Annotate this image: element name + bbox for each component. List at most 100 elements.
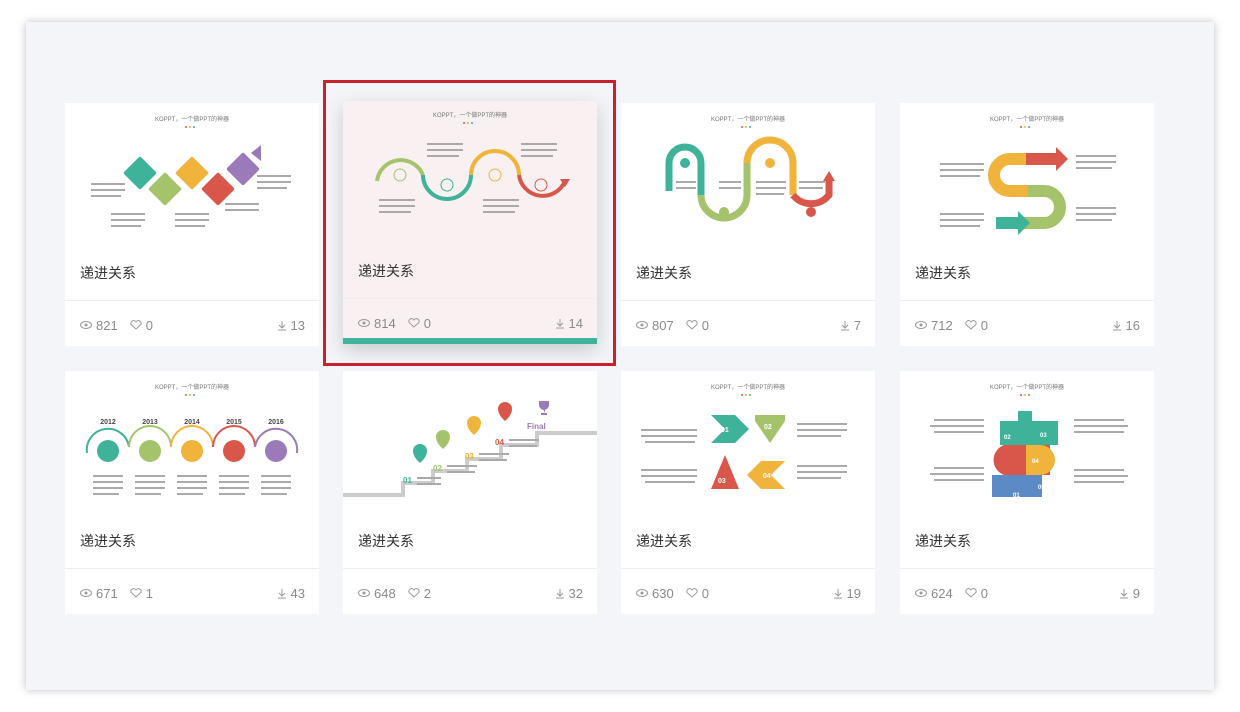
eye-icon	[636, 589, 648, 597]
template-card-1[interactable]: KOPPT，一个做PPT的神器 递进关系	[65, 103, 319, 346]
views-count: 807	[652, 317, 674, 333]
likes-stat[interactable]: 0	[965, 586, 988, 601]
eye-icon	[80, 321, 92, 329]
downloads-stat[interactable]: 16	[1112, 318, 1140, 333]
views-count: 814	[374, 315, 396, 331]
likes-stat[interactable]: 2	[408, 586, 431, 601]
likes-stat[interactable]: 1	[130, 586, 153, 601]
eye-icon	[80, 589, 92, 597]
year-label: 2014	[184, 419, 200, 426]
downloads-count: 13	[290, 317, 305, 333]
arrow-number: 02	[764, 424, 772, 431]
card-title[interactable]: 递进关系	[636, 265, 692, 281]
views-stat: 712	[915, 318, 953, 333]
step-number: 04	[495, 438, 504, 447]
views-count: 648	[374, 585, 396, 601]
views-stat: 630	[636, 586, 674, 601]
template-card-5[interactable]: KOPPT，一个做PPT的神器 2012 2013 2014 2015 2016	[65, 371, 319, 614]
downloads-stat[interactable]: 13	[277, 318, 305, 333]
hover-accent-bar	[343, 338, 597, 344]
template-thumbnail[interactable]: 01 02 03 04 Final	[343, 371, 597, 521]
likes-stat[interactable]: 0	[130, 318, 153, 333]
card-stats: 630 0 19	[636, 584, 861, 602]
eye-icon	[636, 321, 648, 329]
download-icon	[833, 588, 842, 598]
card-stats: 807 0 7	[636, 316, 861, 334]
heart-icon	[130, 320, 142, 330]
heart-icon	[965, 588, 977, 598]
heart-icon	[130, 588, 142, 598]
template-thumbnail[interactable]: KOPPT，一个做PPT的神器	[900, 103, 1154, 253]
puzzle-number: 01	[1013, 493, 1020, 499]
card-stats: 814 0 14	[358, 314, 583, 332]
card-stats: 624 0 9	[915, 584, 1140, 602]
download-icon	[277, 588, 286, 598]
downloads-stat[interactable]: 43	[277, 586, 305, 601]
template-thumbnail[interactable]: KOPPT，一个做PPT的神器	[621, 103, 875, 253]
likes-count: 2	[423, 585, 431, 601]
views-stat: 821	[80, 318, 118, 333]
card-stats: 821 0 13	[80, 316, 305, 334]
likes-count: 1	[145, 585, 153, 601]
downloads-stat[interactable]: 19	[833, 586, 861, 601]
slide-header: KOPPT，一个做PPT的神器	[433, 111, 507, 119]
heart-icon	[965, 320, 977, 330]
eye-icon	[915, 589, 927, 597]
template-thumbnail[interactable]: KOPPT，一个做PPT的神器	[343, 101, 597, 251]
card-stats: 671 1 43	[80, 584, 305, 602]
template-card-3[interactable]: KOPPT，一个做PPT的神器 递进关系	[621, 103, 875, 346]
eye-icon	[358, 319, 370, 327]
year-label: 2012	[100, 419, 116, 426]
template-thumbnail[interactable]: KOPPT，一个做PPT的神器	[65, 103, 319, 253]
heart-icon	[686, 588, 698, 598]
template-thumbnail[interactable]: KOPPT，一个做PPT的神器 2012 2013 2014 2015 2016	[65, 371, 319, 521]
heart-icon	[408, 588, 420, 598]
template-card-7[interactable]: KOPPT，一个做PPT的神器 01 02 03 04	[621, 371, 875, 614]
views-count: 624	[931, 585, 953, 601]
final-label: Final	[527, 422, 546, 431]
puzzle-number: 04	[1032, 459, 1039, 465]
card-title[interactable]: 递进关系	[80, 265, 136, 281]
download-icon	[555, 318, 564, 328]
heart-icon	[408, 318, 420, 328]
card-title[interactable]: 递进关系	[915, 265, 971, 281]
arrow-number: 04	[763, 473, 771, 480]
likes-stat[interactable]: 0	[408, 316, 431, 331]
likes-count: 0	[145, 317, 153, 333]
likes-count: 0	[423, 315, 431, 331]
card-title[interactable]: 递进关系	[358, 263, 414, 279]
divider	[621, 568, 875, 569]
divider	[621, 300, 875, 301]
downloads-count: 32	[568, 585, 583, 601]
card-title[interactable]: 递进关系	[636, 533, 692, 549]
downloads-stat[interactable]: 32	[555, 586, 583, 601]
downloads-count: 7	[853, 317, 861, 333]
likes-stat[interactable]: 0	[965, 318, 988, 333]
views-stat: 814	[358, 316, 396, 331]
likes-stat[interactable]: 0	[686, 586, 709, 601]
likes-stat[interactable]: 0	[686, 318, 709, 333]
download-icon	[1119, 588, 1128, 598]
downloads-count: 9	[1132, 585, 1140, 601]
year-label: 2015	[226, 419, 242, 426]
likes-count: 0	[701, 585, 709, 601]
template-thumbnail[interactable]: KOPPT，一个做PPT的神器 01 02 03 04 05	[900, 371, 1154, 521]
template-card-4[interactable]: KOPPT，一个做PPT的神器 递进关系 712	[900, 103, 1154, 346]
card-title[interactable]: 递进关系	[358, 533, 414, 549]
puzzle-number: 05	[1038, 485, 1045, 491]
downloads-stat[interactable]: 9	[1119, 586, 1140, 601]
divider	[343, 568, 597, 569]
download-icon	[840, 320, 849, 330]
slide-header: KOPPT，一个做PPT的神器	[711, 383, 785, 391]
downloads-stat[interactable]: 7	[840, 318, 861, 333]
template-card-6[interactable]: 01 02 03 04 Final 递进关系 648	[343, 371, 597, 614]
template-thumbnail[interactable]: KOPPT，一个做PPT的神器 01 02 03 04	[621, 371, 875, 521]
puzzle-number: 03	[1040, 433, 1047, 439]
views-count: 821	[96, 317, 118, 333]
template-card-8[interactable]: KOPPT，一个做PPT的神器 01 02 03 04 05	[900, 371, 1154, 614]
card-title[interactable]: 递进关系	[915, 533, 971, 549]
template-card-2[interactable]: KOPPT，一个做PPT的神器 递进关系	[343, 101, 597, 344]
divider	[65, 300, 319, 301]
card-title[interactable]: 递进关系	[80, 533, 136, 549]
downloads-stat[interactable]: 14	[555, 316, 583, 331]
